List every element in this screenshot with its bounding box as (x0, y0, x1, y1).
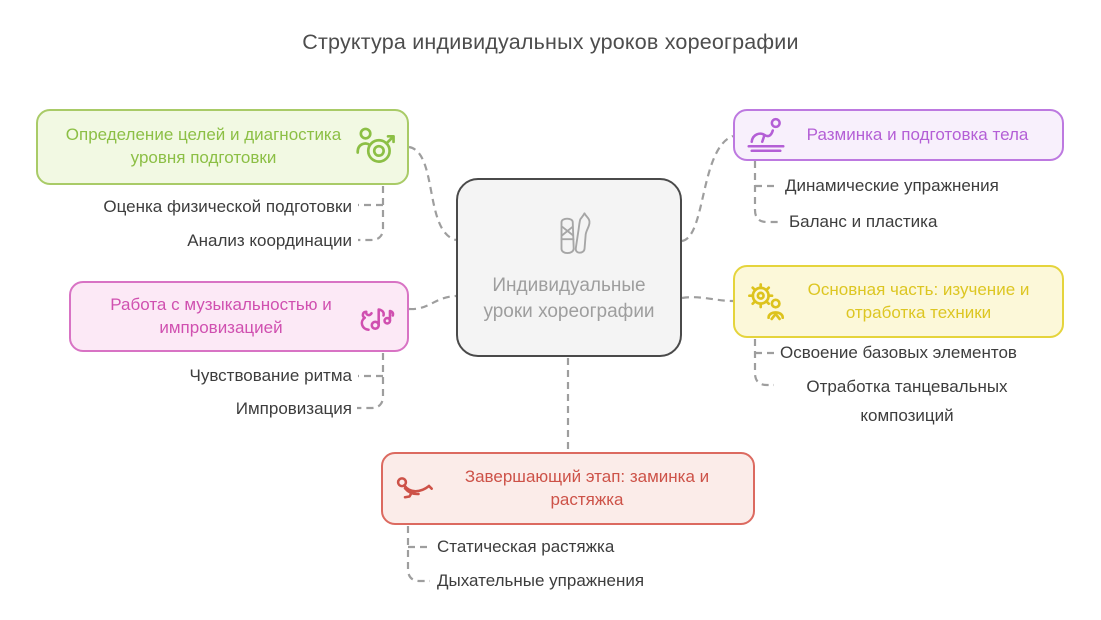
branch-musicality-improvisation[interactable]: Работа с музыкальностью и импровизацией (69, 281, 409, 352)
branch-main-label: Основная часть: изучение и отработка тех… (807, 279, 1030, 322)
person-target-icon (353, 125, 397, 169)
subtopic-breathing-exercises[interactable]: Дыхательные упражнения (437, 571, 645, 590)
connector-goals-to-center (408, 145, 457, 242)
connector-music-to-center (408, 294, 457, 311)
branch-music-label: Работа с музыкальностью и импровизацией (110, 294, 332, 337)
branch-warmup-body-prep[interactable]: Разминка и подготовка тела (733, 109, 1064, 161)
music-notes-icon (355, 296, 397, 338)
subtopic-balance-plasticity[interactable]: Баланс и пластика (789, 212, 938, 231)
connector-warmup-children-trunk (753, 161, 781, 224)
branch-final-label: Завершающий этап: заминка и растяжка (464, 466, 710, 509)
subtopic-rhythm-feeling[interactable]: Чувствование ритма (189, 366, 353, 385)
person-seated-stretch-icon (393, 468, 435, 510)
subtopic-improvisation[interactable]: Импровизация (235, 399, 352, 418)
subtopic-fitness-assessment[interactable]: Оценка физической подготовки (103, 197, 352, 216)
connector-final-children-trunk (406, 526, 430, 583)
branch-final-cooldown[interactable]: Завершающий этап: заминка и растяжка (381, 452, 755, 525)
subtopic-dynamic-exercises[interactable]: Динамические упражнения (785, 176, 999, 195)
connector-center-to-warmup (681, 134, 734, 243)
person-stretching-mat-icon (745, 114, 787, 156)
central-node-label: Индивидуальные уроки хореографии (483, 274, 655, 322)
branch-goals-label: Определение целей и диагностика уровня п… (65, 125, 342, 167)
subtopic-static-stretching[interactable]: Статическая растяжка (437, 537, 615, 556)
diagram-title: Структура индивидуальных уроков хореогра… (302, 30, 799, 54)
gear-person-icon (745, 280, 789, 324)
branch-goals-diagnostics[interactable]: Определение целей и диагностика уровня п… (36, 109, 409, 185)
connector-main-children-trunk (753, 339, 774, 387)
connector-center-to-main (681, 296, 734, 303)
connector-music-children-trunk (357, 353, 385, 410)
central-node[interactable]: Индивидуальные уроки хореографии (456, 178, 682, 357)
subtopic-coordination-analysis[interactable]: Анализ координации (187, 231, 352, 250)
subtopic-dance-compositions[interactable]: Отработка танцевальных композиций (806, 377, 1008, 425)
ballet-pointe-shoes-icon (538, 211, 600, 271)
branch-warmup-label: Разминка и подготовка тела (806, 124, 1029, 144)
connector-goals-children-trunk (358, 186, 385, 242)
branch-main-technique[interactable]: Основная часть: изучение и отработка тех… (733, 265, 1064, 338)
subtopic-basic-elements[interactable]: Освоение базовых элементов (780, 343, 1017, 362)
